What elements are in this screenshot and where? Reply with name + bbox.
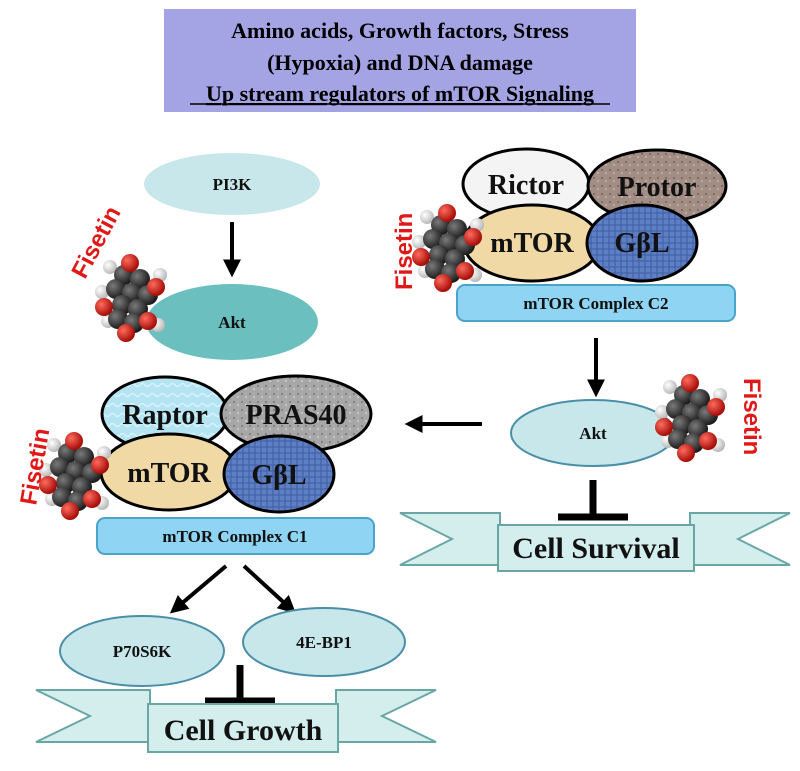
4ebp1-node: 4E-BP1: [242, 607, 406, 677]
raptor-label: Raptor: [122, 400, 208, 431]
pi3k-node: PI3K: [144, 153, 320, 215]
akt-right-node: Akt: [510, 399, 676, 467]
rictor-label: Rictor: [488, 170, 564, 201]
cell-growth-banner: Cell Growth: [35, 689, 437, 753]
header-line-3: Up stream regulators of mTOR Signaling: [206, 81, 594, 106]
pras40-label: PRAS40: [245, 400, 346, 431]
growth-ribbon-center: [147, 703, 339, 753]
4ebp1-ellipse: [242, 607, 406, 677]
header-background: [164, 9, 636, 112]
pi3k-label: PI3K: [213, 175, 253, 194]
fisetin-label-2: Fisetin: [391, 213, 418, 290]
cell-survival-banner: Cell Survival: [399, 512, 791, 572]
4ebp1-label: 4E-BP1: [296, 633, 352, 652]
growth-ribbon-left: [35, 689, 151, 743]
mtor-c1-label: mTOR: [127, 458, 211, 489]
p70s6k-label: P70S6K: [113, 642, 172, 661]
arrow-c1-to-p70s6k: [169, 564, 228, 614]
mtor-complex-c1: Raptor PRAS40 mTOR GβL mTOR Complex C1: [96, 374, 375, 555]
fisetin-label-3: Fisetin: [738, 378, 765, 455]
p70s6k-node: P70S6K: [59, 615, 225, 687]
arrow-c1-to-4ebp1: [242, 564, 296, 614]
fisetin-molecule-2: [412, 204, 484, 292]
gbl-c2-label: GβL: [614, 228, 669, 259]
mtor-c2-label: mTOR: [490, 228, 574, 259]
protor-label: Protor: [618, 172, 697, 203]
akt-left-ellipse: [146, 284, 318, 360]
survival-ribbon-center: [497, 524, 695, 572]
gbl-c2-ellipse: [585, 203, 699, 283]
survival-ribbon-right: [689, 512, 791, 566]
survival-ribbon-left: [399, 512, 501, 566]
complex-c2-label: mTOR Complex C2: [523, 294, 668, 313]
header-line-1: Amino acids, Growth factors, Stress: [231, 18, 569, 43]
header-box: Amino acids, Growth factors, Stress (Hyp…: [164, 9, 636, 112]
cell-growth-label: Cell Growth: [164, 714, 323, 747]
akt-right-label: Akt: [579, 424, 607, 443]
fisetin-molecule-1: [95, 254, 167, 342]
p70s6k-ellipse: [59, 615, 225, 687]
complex-c2-bar: [456, 284, 736, 322]
growth-ribbon-right: [335, 689, 437, 743]
gbl-c1-label: GβL: [251, 460, 306, 491]
akt-left-node: Akt: [146, 284, 318, 360]
akt-left-label: Akt: [218, 313, 246, 332]
pi3k-ellipse: [144, 153, 320, 215]
complex-c1-label: mTOR Complex C1: [162, 527, 307, 546]
gbl-c1-ellipse: [222, 434, 336, 514]
cell-survival-label: Cell Survival: [512, 532, 680, 565]
header-line-2: (Hypoxia) and DNA damage: [267, 50, 533, 75]
mtor-complex-c2: Rictor Protor mTOR GβL mTOR Complex C2: [456, 147, 736, 322]
complex-c1-bar: [96, 517, 375, 555]
